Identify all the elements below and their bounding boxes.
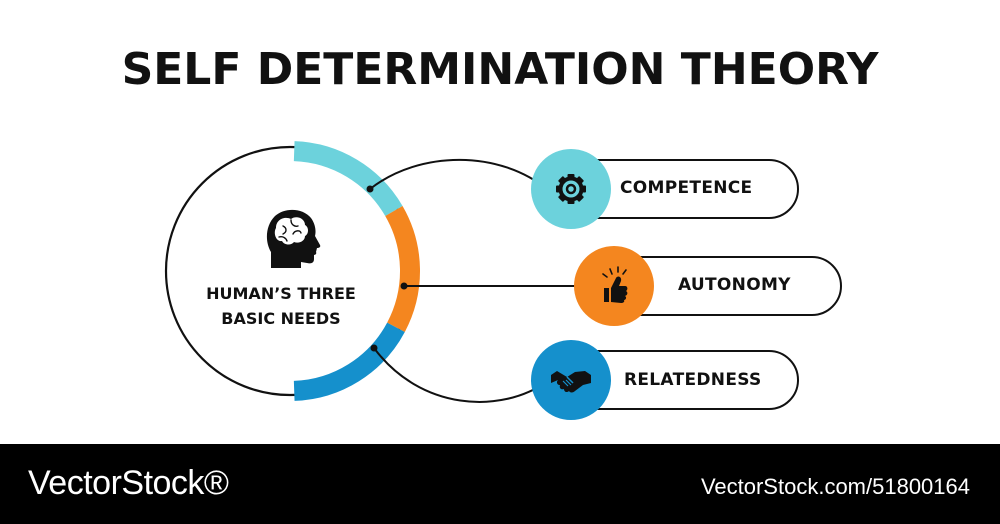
relatedness-connector [373, 347, 549, 403]
footer-bar: VectorStock® VectorStock.com/51800164 [0, 444, 1000, 524]
competence-dot [366, 185, 374, 193]
brand-logo: VectorStock® [28, 464, 229, 502]
relatedness-arc [293, 322, 405, 401]
page-title: SELF DETERMINATION THEORY [121, 44, 879, 95]
center-title-line-2: BASIC NEEDS [221, 309, 341, 328]
center-title-line-1: HUMAN’S THREE [206, 284, 356, 303]
image-id: VectorStock.com/51800164 [700, 474, 970, 499]
thumbs-up-icon [602, 266, 628, 303]
need-label-relatedness: RELATEDNESS [624, 370, 762, 390]
competence-arc [293, 141, 403, 217]
need-label-autonomy: AUTONOMY [678, 275, 791, 295]
handshake-icon [551, 371, 591, 393]
human-head-brain-icon [266, 209, 321, 268]
relatedness-dot [370, 344, 378, 352]
competence-bubble [531, 149, 611, 229]
autonomy-arc [385, 206, 420, 332]
competence-connector [369, 158, 549, 191]
sdt-diagram [164, 141, 842, 420]
autonomy-dot [400, 282, 408, 290]
need-label-competence: COMPETENCE [620, 178, 753, 198]
gear-icon [556, 174, 586, 204]
